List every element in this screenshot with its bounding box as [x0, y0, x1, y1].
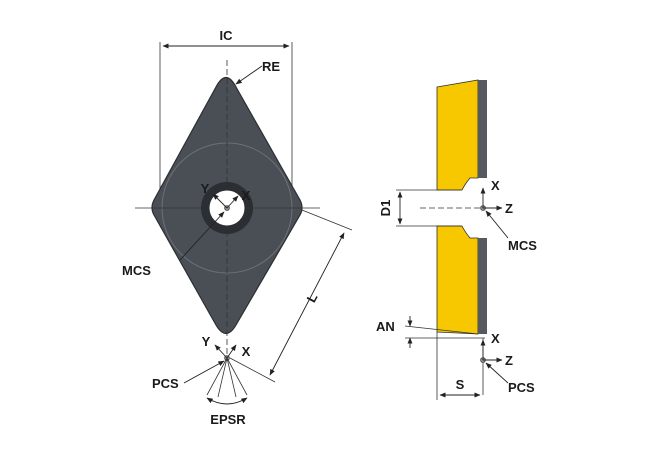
an-label: AN — [376, 319, 395, 334]
mcs-x-label: X — [242, 188, 251, 203]
side-mcs-label: MCS — [508, 238, 537, 253]
side-pcs-label: PCS — [508, 380, 535, 395]
s-label: S — [456, 377, 465, 392]
side-pcs-z-label: Z — [505, 353, 513, 368]
side-pcs-leader — [485, 362, 509, 384]
epsr-line-right-inner — [226, 357, 237, 398]
pcs-x-axis — [226, 344, 237, 359]
pcs-y-axis — [214, 344, 228, 359]
epsr-label: EPSR — [210, 412, 246, 427]
section-lower — [436, 225, 479, 335]
side-mcs-leader — [485, 210, 509, 239]
section-side-upper — [478, 80, 487, 178]
side-mcs-x-label: X — [491, 178, 500, 193]
re-leader — [235, 65, 263, 85]
epsr-line-left-inner — [217, 357, 228, 398]
front-view: IC Y X RE MCS L Y X — [122, 28, 353, 427]
an-extension-top — [404, 325, 479, 335]
pcs-label: PCS — [152, 376, 179, 391]
side-mcs-z-label: Z — [505, 201, 513, 216]
mcs-y-axis — [212, 193, 228, 209]
re-label: RE — [262, 59, 280, 74]
section-upper — [436, 79, 479, 191]
ic-label: IC — [220, 28, 234, 43]
pcs-y-label: Y — [202, 334, 211, 349]
l-extension-bottom — [229, 357, 276, 383]
l-dimension-line — [269, 232, 345, 376]
pcs-x-label: X — [242, 344, 251, 359]
d1-label: D1 — [378, 200, 393, 217]
epsr-line-right-outer — [226, 357, 248, 396]
side-view: D1 X Z MCS AN X Z PCS S — [376, 79, 537, 400]
epsr-line-left-outer — [206, 357, 228, 396]
pcs-leader — [183, 360, 225, 384]
mcs-leader — [179, 211, 225, 261]
l-extension-top — [301, 209, 353, 231]
section-side-lower — [478, 238, 487, 334]
epsr-arc — [206, 397, 248, 405]
l-label: L — [304, 291, 321, 305]
mcs-label: MCS — [122, 263, 151, 278]
mcs-x-axis — [226, 195, 239, 209]
mcs-y-label: Y — [201, 181, 210, 196]
side-pcs-x-label: X — [491, 331, 500, 346]
